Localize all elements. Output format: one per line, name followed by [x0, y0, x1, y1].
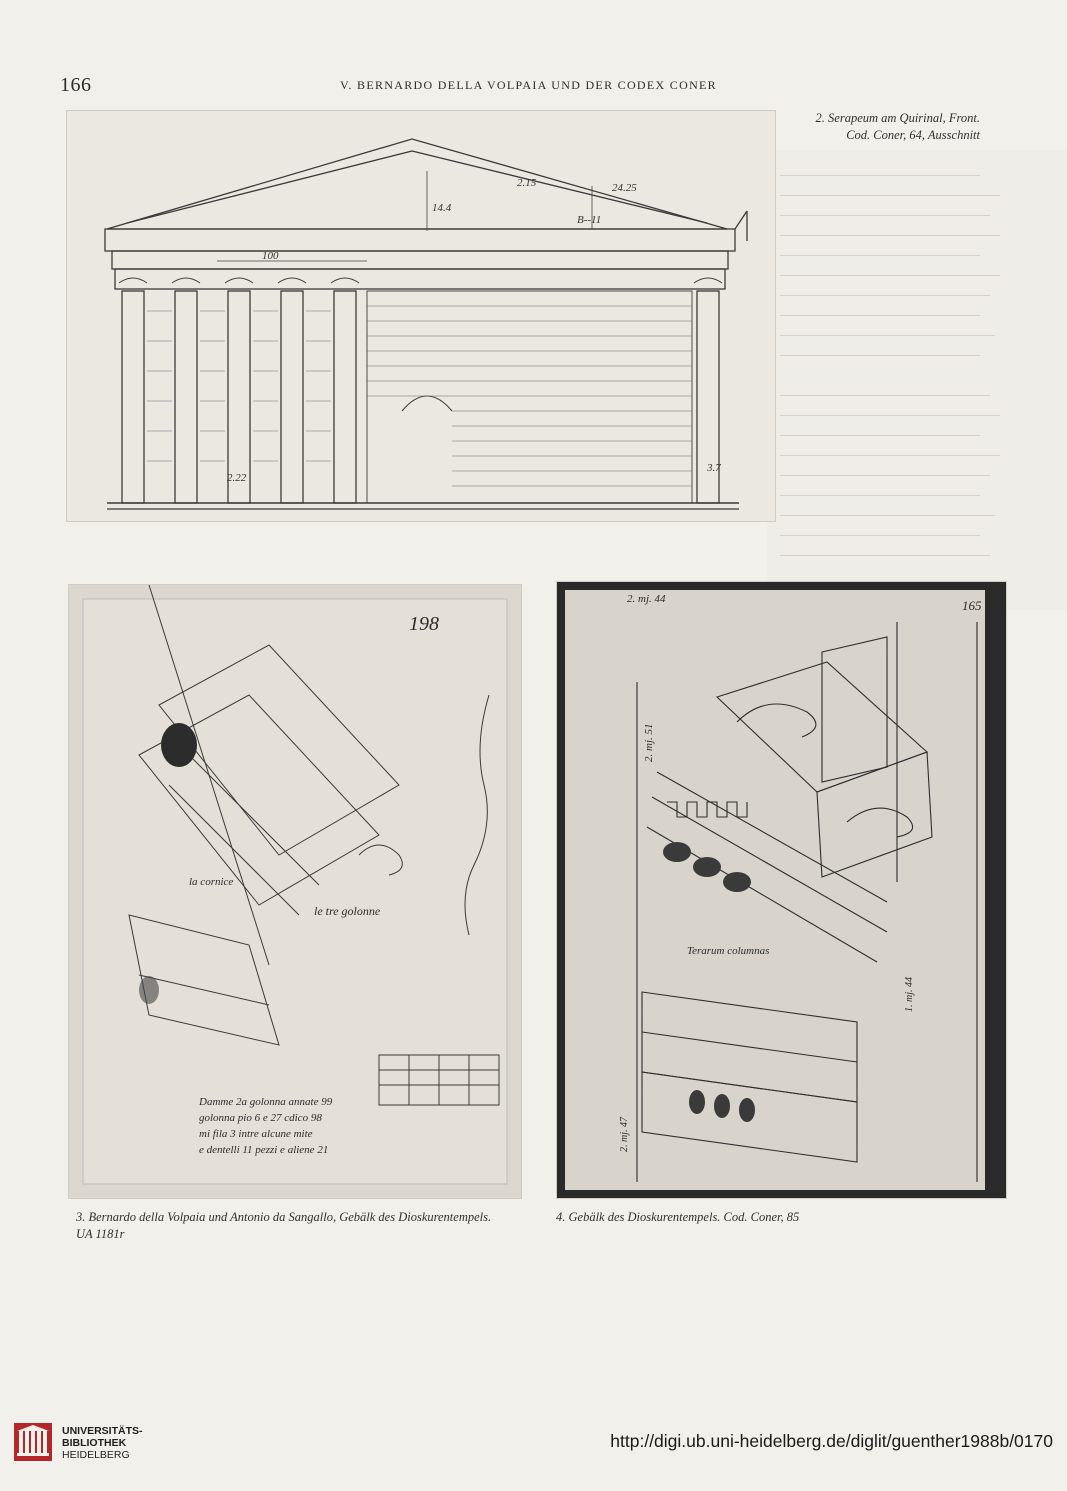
fig2-slope-label-2: B--11	[577, 214, 601, 226]
architrave	[114, 268, 726, 290]
fig3-note-line-2: golonna pio 6 e 27 cdico 98	[199, 1112, 322, 1124]
figure-4-caption: 4. Gebälk des Dioskurentempels. Cod. Con…	[556, 1209, 1016, 1226]
logo-line-3: HEIDELBERG	[62, 1449, 130, 1461]
fig2-span-label: 100	[262, 250, 279, 262]
figure-2-plate: 100 14.4 24.25 B--11 2.15 3.7 2.22	[66, 110, 776, 522]
fig4-label: Terarum columnas	[687, 945, 769, 957]
fig2-top-note: 2.15	[517, 177, 537, 189]
figure-4-caption-line1: 4. Gebälk des Dioskurentempels. Cod. Con…	[556, 1210, 800, 1224]
fig2-slope-label: 24.25	[612, 182, 637, 194]
library-emblem-icon	[14, 1423, 52, 1461]
cella-wall	[366, 290, 693, 504]
logo-line-2: BIBLIOTHEK	[62, 1437, 127, 1449]
logo-line-1: UNIVERSITÄTS-	[62, 1425, 143, 1437]
figure-2-caption-line2: Cod. Coner, 64, Ausschnitt	[846, 128, 980, 142]
capitals	[118, 277, 723, 284]
cornice	[104, 228, 736, 252]
fig4-folio: 165	[962, 598, 982, 613]
logo-text: UNIVERSITÄTS- BIBLIOTHEK HEIDELBERG	[62, 1425, 143, 1461]
fig3-note-capital: le tre golonne	[314, 904, 381, 918]
source-url-link[interactable]: http://digi.ub.uni-heidelberg.de/diglit/…	[610, 1431, 1053, 1451]
ink-blot	[161, 723, 197, 767]
frieze	[111, 250, 729, 270]
figure-4-plate: 165 2. mj. 44 2. mj. 51 Terarum columnas…	[556, 581, 1007, 1199]
fig2-left-note: 3.7	[706, 462, 721, 474]
figure-3-plate: 198 la cornice le tre golonne Damme 2a g…	[68, 584, 522, 1199]
fig3-note-line-3: mi fila 3 intre alcune mite	[199, 1128, 313, 1140]
fig2-bay-note: 2.22	[227, 472, 247, 484]
page-number: 166	[60, 74, 92, 96]
running-title: V. BERNARDO DELLA VOLPAIA UND DER CODEX …	[340, 78, 717, 92]
masonry-pattern	[147, 305, 692, 487]
figure-3-drawing: 198 la cornice le tre golonne Damme 2a g…	[82, 585, 508, 1185]
fig2-height-label: 14.4	[432, 202, 452, 214]
figure-3-caption-line2: UA 1181r	[76, 1227, 125, 1241]
fig4-bottom-measure: 2. mj. 47	[619, 1116, 630, 1152]
fig3-note-architrave: la cornice	[189, 876, 233, 888]
figure-2-caption: 2. Serapeum am Quirinal, Front. Cod. Con…	[780, 110, 980, 144]
fig4-left-measure: 2. mj. 51	[643, 724, 655, 763]
ub-heidelberg-logo: UNIVERSITÄTS- BIBLIOTHEK HEIDELBERG	[12, 1421, 162, 1471]
figure-3-caption-line1: 3. Bernardo della Volpaia und Antonio da…	[76, 1210, 492, 1224]
fig3-sheet-number: 198	[409, 613, 439, 635]
figure-4-drawing: 165 2. mj. 44 2. mj. 51 Terarum columnas…	[565, 590, 985, 1190]
fig4-top-measure: 2. mj. 44	[627, 593, 666, 605]
bleed-through-area	[767, 150, 1067, 610]
fig4-mid-measure: 1. mj. 44	[904, 977, 915, 1012]
fig3-note-line-1: Damme 2a golonna annate 99	[198, 1096, 333, 1108]
figure-3-caption: 3. Bernardo della Volpaia und Antonio da…	[76, 1209, 546, 1243]
figure-2-drawing: 100 14.4 24.25 B--11 2.15 3.7 2.22	[104, 138, 748, 510]
fig3-note-line-4: e dentelli 11 pezzi e aliene 21	[199, 1144, 328, 1156]
figure-2-caption-line1: 2. Serapeum am Quirinal, Front.	[815, 111, 980, 125]
